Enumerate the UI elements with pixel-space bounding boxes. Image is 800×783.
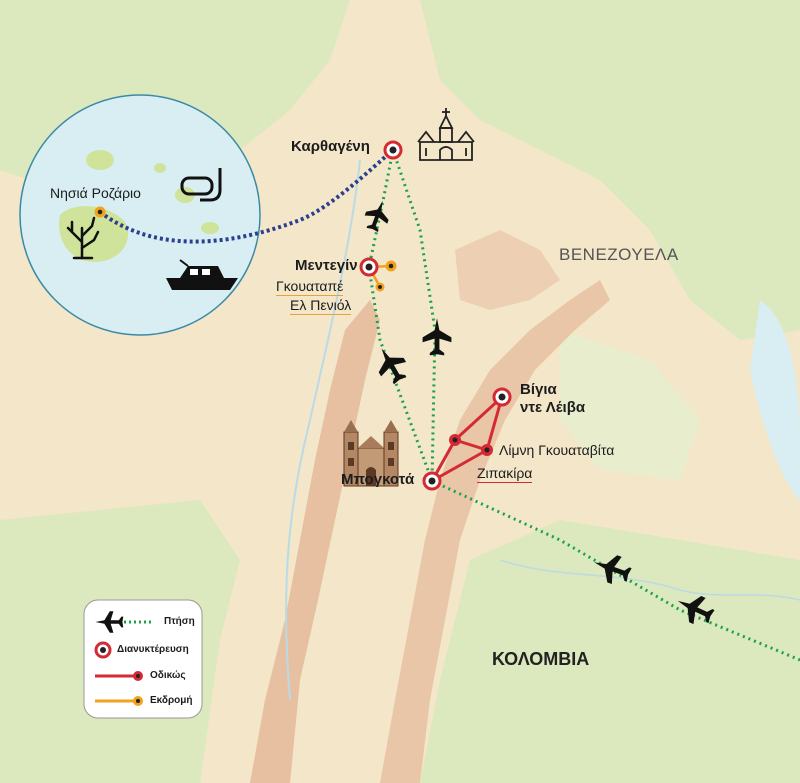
- label-villa-de-leyva-line2: ντε Λέιβα: [520, 399, 586, 416]
- label-bogota: Μπογκοτά: [341, 471, 415, 488]
- marker-zipaquira: [449, 434, 461, 446]
- airplane-icon: [422, 318, 452, 356]
- airplane-icon: [594, 555, 632, 584]
- legend-overnight-symbol: [94, 641, 112, 659]
- label-penol: Ελ Πενιόλ: [290, 297, 352, 316]
- label-medellin: Μεντεγίν: [295, 257, 358, 274]
- mountain-north: [455, 230, 560, 310]
- flight-route-cartagena-bogota: [391, 149, 437, 482]
- label-cartagena: Καρθαγένη: [291, 138, 370, 155]
- label-villa-de-leyva-line1: Βίγια: [520, 381, 557, 398]
- label-colombia: ΚΟΛΟΜΒΙΑ: [492, 649, 590, 669]
- snorkel-icon: [180, 168, 222, 202]
- mountain-range-west: [250, 300, 380, 783]
- label-guatavita: Λίμνη Γκουαταβίτα: [499, 442, 615, 458]
- label-rosario: Νησιά Ροζάριο: [50, 185, 141, 201]
- cathedral-icon: [343, 420, 399, 487]
- river-magdalena: [285, 159, 361, 701]
- legend-excursion-symbol: [95, 696, 143, 706]
- legend-flight-symbol: [95, 611, 152, 633]
- lake-east: [750, 300, 800, 500]
- lowland-south: [420, 520, 800, 783]
- marker-guatape: [385, 260, 397, 272]
- legend-road-symbol: [95, 671, 143, 681]
- boat-icon: [166, 259, 238, 290]
- flight-route-international: [431, 479, 800, 662]
- plain-east: [560, 330, 700, 480]
- marker-cartagena: [383, 140, 403, 160]
- boat-route-line: [98, 148, 395, 244]
- airplane-icon: [677, 595, 715, 625]
- lowland-northeast: [420, 0, 800, 340]
- legend-label-flight: Πτήση: [164, 616, 195, 627]
- label-venezuela: ΒΕΝΕΖΟΥΕΛΑ: [559, 245, 679, 264]
- flight-route-cartagena-medellin-bogota: [367, 149, 434, 482]
- airplane-icon: [364, 200, 389, 233]
- mountain-range-east: [380, 280, 610, 783]
- label-zipaquira: Ζιπακίρα: [477, 465, 533, 484]
- coral-icon: [66, 216, 100, 260]
- church-icon: [417, 108, 475, 161]
- legend-label-overnight: Διανυκτέρευση: [117, 644, 189, 655]
- marker-guatavita: [481, 444, 493, 456]
- river-east: [499, 559, 800, 601]
- legend-label-road: Οδικώς: [150, 670, 186, 681]
- marker-villa-de-leyva: [492, 387, 512, 407]
- legend-label-excursion: Εκδρομή: [150, 695, 193, 706]
- rosario-inset: [19, 94, 261, 336]
- marker-penol: [375, 282, 385, 292]
- legend: [83, 599, 203, 719]
- marker-bogota: [422, 471, 442, 491]
- marker-medellin: [359, 257, 379, 277]
- road-route-bogota-guatavita: [431, 448, 488, 483]
- marker-rosario: [94, 206, 106, 218]
- airplane-icon: [378, 348, 407, 385]
- label-guatape: Γκουαταπέ: [276, 278, 344, 297]
